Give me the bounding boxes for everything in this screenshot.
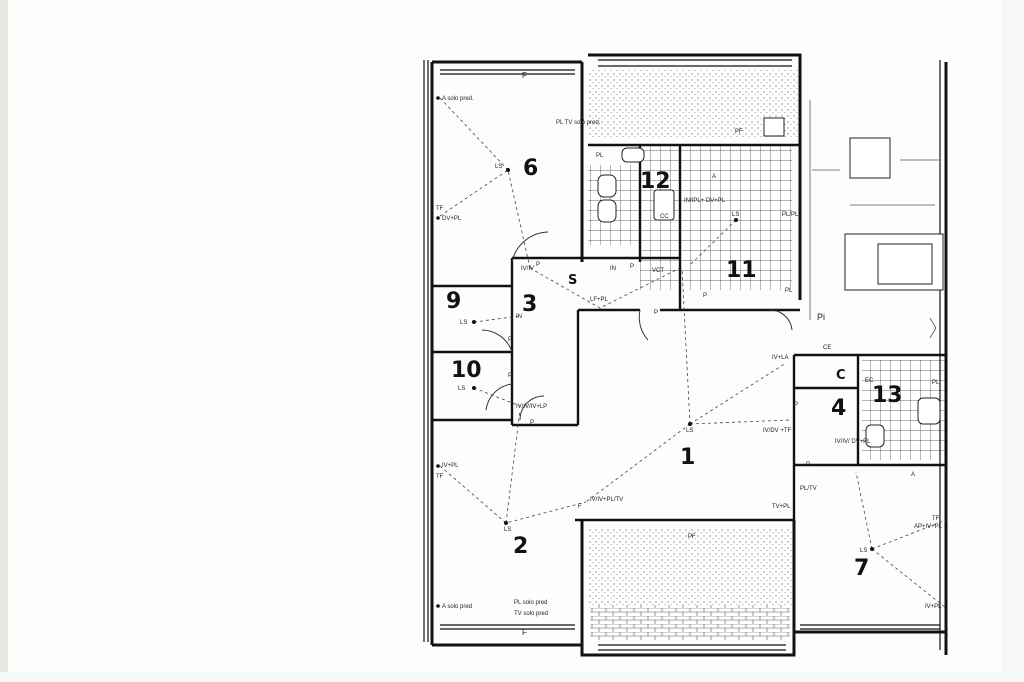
label-p-room9: P <box>508 337 512 343</box>
room-number-2: 2 <box>513 534 528 559</box>
label-iv-iv-lp: IV/IV/IV+LP <box>516 404 547 410</box>
room-letter-s: S <box>568 273 577 288</box>
balcony-bottom-bricks <box>590 605 790 640</box>
label-ap-iv-pl: AP+IV+PL <box>914 524 943 530</box>
label-tv-solo-pred: TV solo pred <box>514 611 548 617</box>
ceiling-light-dot <box>472 320 476 324</box>
label-f-bottom: F <box>522 628 527 637</box>
label-ls-room1: LS <box>686 428 693 434</box>
label-pl-tv-solo: PL TV solo pred. <box>556 120 601 126</box>
balcony-bottom-paving <box>588 528 794 608</box>
label-a-solo-pred-1: A solo pred. <box>442 96 474 102</box>
label-pl-kitchen-2: PL <box>785 288 793 294</box>
label-ls-room7: LS <box>860 548 867 554</box>
label-iv-iv-hall: IV/IV <box>521 266 534 272</box>
label-iv-la: IV+LA <box>772 355 789 361</box>
room-number-1: 1 <box>680 445 695 470</box>
fixtures <box>597 117 944 448</box>
label-tv-pl: TV+PL <box>772 504 791 510</box>
ceiling-light-dot <box>870 547 874 551</box>
label-ec: EC <box>865 378 874 384</box>
label-iv-pl-tv: IV/IV+PL/TV <box>590 497 623 503</box>
label-p-corridor: P <box>530 420 534 426</box>
room-number-9: 9 <box>446 289 461 314</box>
label-ls-room9: LS <box>460 320 467 326</box>
room-letter-c: C <box>836 368 846 383</box>
label-tf-room6: TF <box>436 206 444 212</box>
outlet-dot <box>436 604 440 608</box>
label-ls-room2: LS <box>504 527 511 533</box>
label-pi: Pi <box>817 312 825 322</box>
outlet-dot <box>436 464 440 468</box>
binding-edge <box>0 0 8 672</box>
label-iv-pl-room7: IV+PL <box>925 604 942 610</box>
label-lf-pl: LF+PL <box>590 297 609 303</box>
label-iv-dv-tf: IV/DV +TF <box>763 428 792 434</box>
label-a-wc: A <box>911 472 915 478</box>
room-number-6: 6 <box>523 156 538 181</box>
label-a-kitchen: A <box>712 174 716 180</box>
ceiling-light-dot <box>504 521 508 525</box>
label-iv-pl-room2: IV+PL <box>442 463 459 469</box>
label-pl-solo-pred: PL solo pred <box>514 600 547 606</box>
label-pf-top: PF <box>735 129 743 135</box>
label-ce: CE <box>823 345 831 351</box>
door-swings <box>481 231 793 421</box>
outlet-dot <box>436 216 440 220</box>
room-number-4: 4 <box>831 396 846 421</box>
label-a-solo-pred-2: A solo pred <box>442 604 472 610</box>
ceiling-light-dot <box>734 218 738 222</box>
label-tf-room7: TF <box>932 516 940 522</box>
label-p-bath: P <box>630 264 634 270</box>
label-pl-wc: PL <box>932 380 940 386</box>
label-pl-tv: PL/TV <box>800 486 817 492</box>
label-in-bath: IN <box>610 266 616 272</box>
outlet-dot <box>580 118 584 122</box>
label-dv-pl-room6: DV+PL <box>442 216 462 222</box>
label-ls-kitchen: LS <box>732 212 739 218</box>
label-ls-room10: LS <box>458 386 465 392</box>
ceiling-light-dot <box>688 422 692 426</box>
outlet-dot <box>436 96 440 100</box>
label-p-hall: P <box>536 262 540 268</box>
room-number-10: 10 <box>451 358 482 383</box>
label-p-room7: P <box>806 462 810 468</box>
label-iv-dv-pl-12: IN/IPL+ DV+PL <box>684 198 726 204</box>
label-iv-dv-pl-wc: IV/IV/ DV+PL <box>835 439 871 445</box>
interior-walls <box>430 143 946 522</box>
label-ls-room6: LS <box>495 164 502 170</box>
label-pl-kitchen: PL/PL <box>782 212 799 218</box>
label-f-room2: F <box>578 504 582 510</box>
room-number-3: 3 <box>522 292 537 317</box>
room-number-13: 13 <box>872 383 903 408</box>
label-p-kitchen: P <box>703 293 707 299</box>
exterior-area-marks <box>809 100 940 339</box>
label-pf-bottom: PF <box>688 534 696 540</box>
label-p-room10: P <box>508 373 512 379</box>
label-p-room4: P <box>794 402 798 408</box>
label-pl-bath: PL <box>596 153 604 159</box>
room-number-11: 11 <box>726 258 757 283</box>
exterior-walls <box>430 53 948 657</box>
wiring-lines <box>439 97 947 609</box>
label-vct: VCT <box>652 268 664 274</box>
ceiling-light-dot <box>472 386 476 390</box>
label-p-door: P <box>654 310 658 316</box>
room-number-12: 12 <box>640 169 671 194</box>
label-cc: CC <box>660 214 669 220</box>
label-in-room9: IN <box>516 314 522 320</box>
ceiling-light-dot <box>506 168 510 172</box>
label-tf-room2: TF <box>436 474 444 480</box>
label-f-top: F <box>522 71 527 80</box>
room-number-7: 7 <box>854 556 869 581</box>
balcony-top-paving <box>588 70 798 138</box>
